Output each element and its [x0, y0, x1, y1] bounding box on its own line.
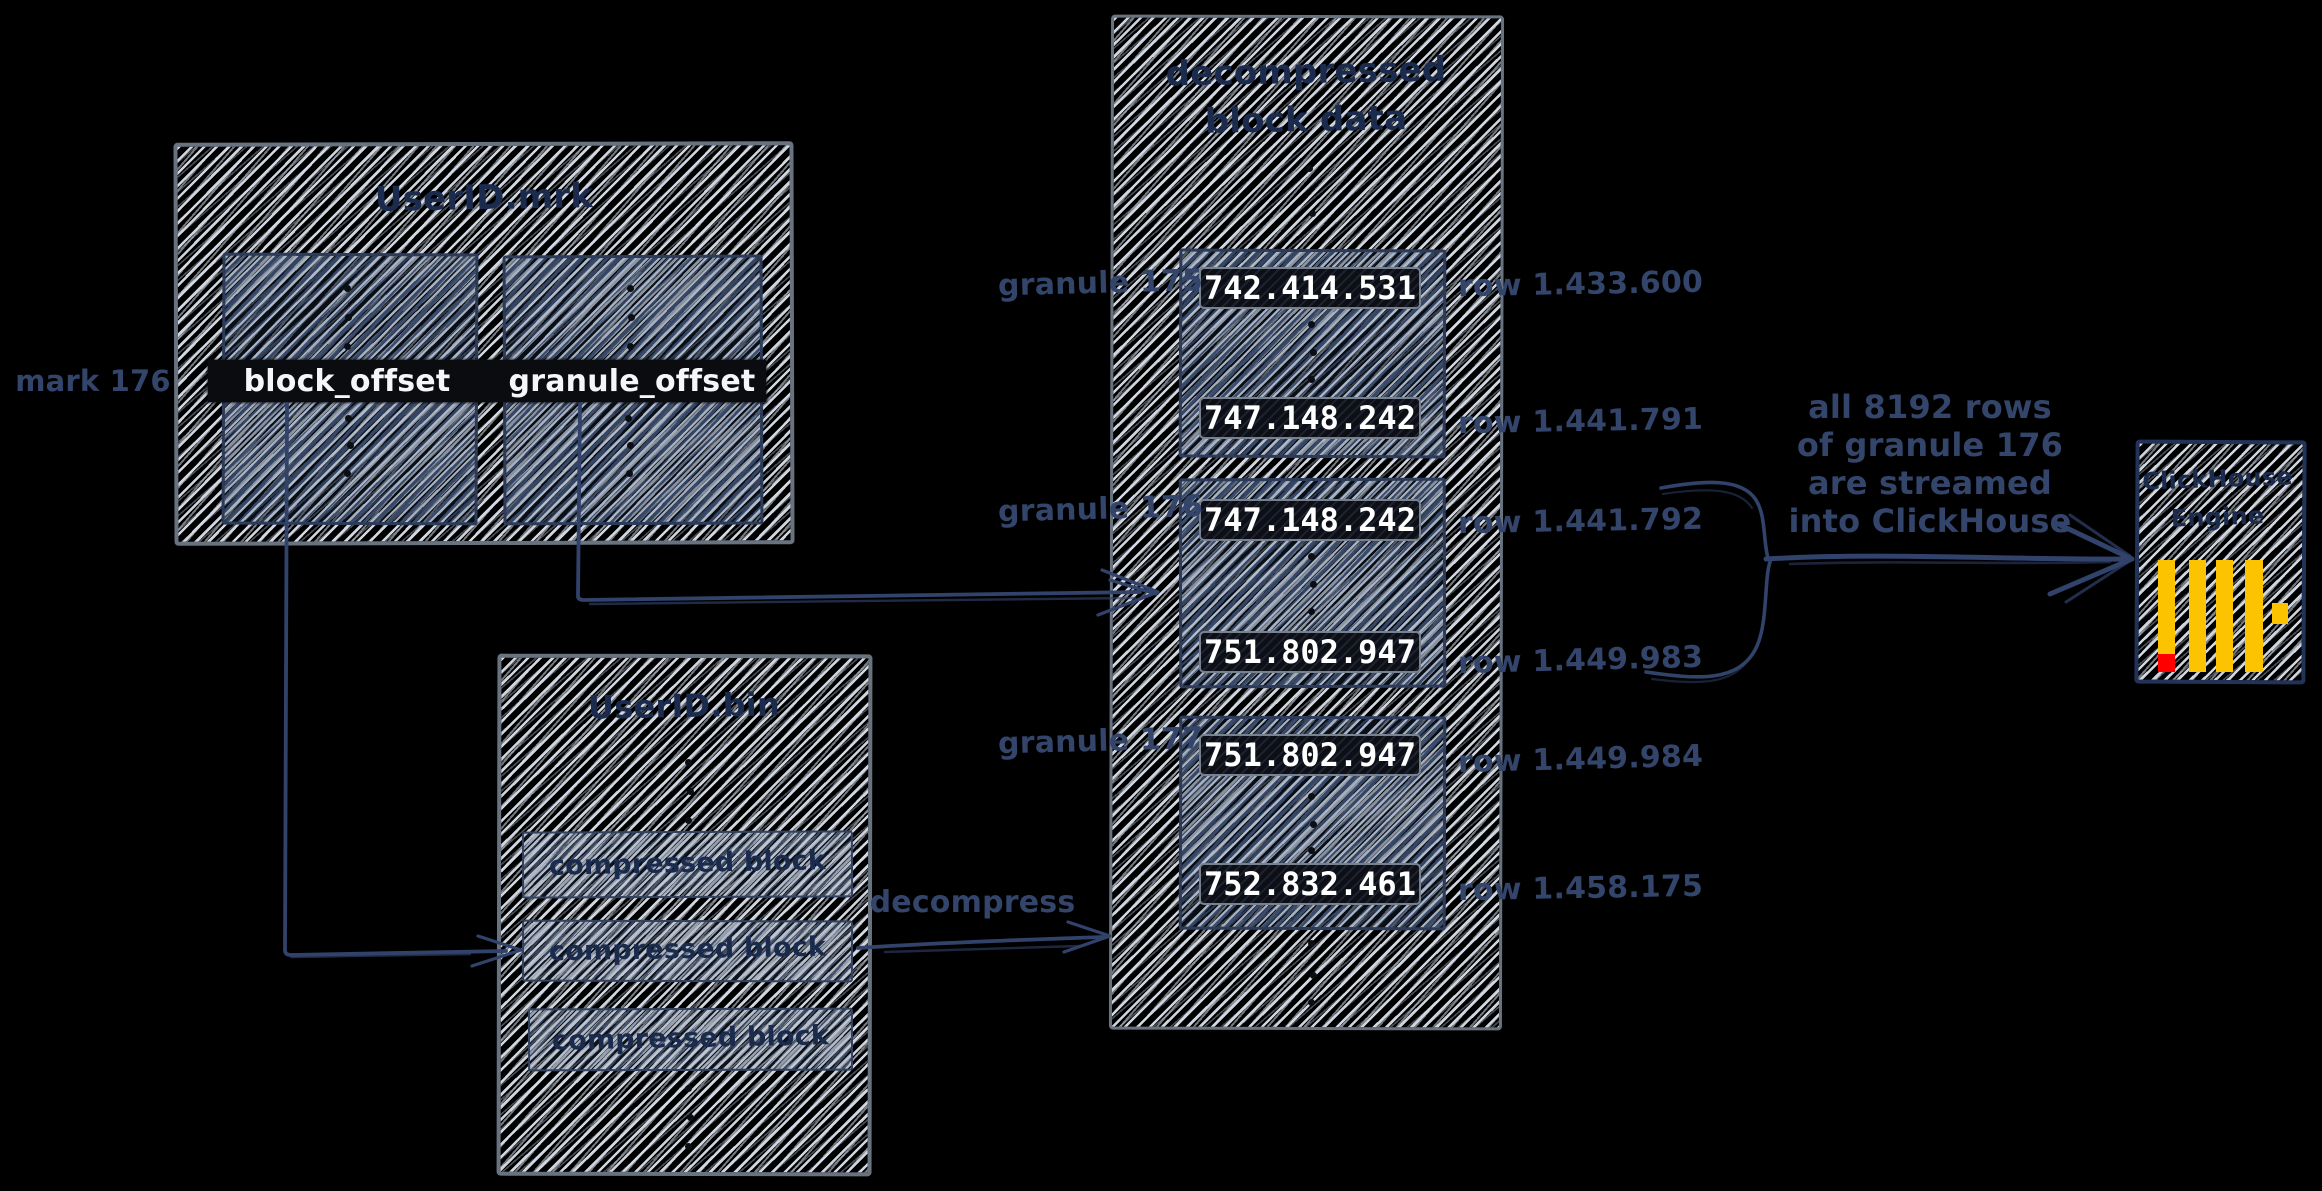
ellipsis-dot [345, 314, 352, 321]
logo-bar-2 [2189, 560, 2206, 672]
ellipsis-dot [685, 1085, 692, 1092]
logo-bar-4 [2245, 560, 2263, 672]
ellipsis-dot [1308, 553, 1315, 560]
ellipsis-dot [628, 314, 635, 321]
ellipsis-dot [1308, 321, 1315, 328]
stream-note-line2: of granule 176 [1796, 426, 2064, 464]
ellipsis-dot [1308, 847, 1315, 854]
stream-note-line3: are streamed [1808, 464, 2052, 502]
ellipsis-dot [347, 442, 354, 449]
ellipsis-dot [687, 788, 694, 795]
ellipsis-dot [685, 817, 692, 824]
stream-note-line1: all 8192 rows [1808, 388, 2052, 426]
block-offset-label: block_offset [243, 363, 451, 399]
logo-bar-1 [2158, 560, 2175, 654]
ellipsis-dot [625, 415, 632, 422]
ellipsis-dot [627, 343, 634, 350]
arrow-decompress [856, 920, 1112, 954]
granule-176-first-value: 747.148.242 [1199, 499, 1421, 541]
stream-note-line4: into ClickHouse [1788, 502, 2072, 540]
ellipsis-dot [1308, 608, 1315, 615]
ellipsis-dot [626, 470, 633, 477]
ellipsis-dot [1310, 581, 1317, 588]
clickhouse-logo [2158, 560, 2290, 672]
ellipsis-dot [1309, 210, 1316, 217]
ellipsis-dot [1310, 821, 1317, 828]
granule-177-first-value: 751.802.947 [1199, 734, 1421, 776]
arrow-stream-to-engine [1763, 513, 2135, 604]
ellipsis-dot [1308, 999, 1315, 1006]
granule-175-first-value: 742.414.531 [1199, 267, 1421, 309]
logo-dot [2272, 603, 2288, 624]
ellipsis-dot [627, 285, 634, 292]
granule-offset-label: granule_offset [508, 363, 756, 399]
arrow-block-offset-to-bin [283, 402, 523, 968]
ellipsis-dot [627, 442, 634, 449]
granule-175-last-value: 747.148.242 [1199, 397, 1421, 439]
ellipsis-dot [344, 343, 351, 350]
ellipsis-dot [344, 285, 351, 292]
ellipsis-dot [344, 470, 351, 477]
brace-granule-176 [1644, 480, 1772, 684]
ellipsis-dot [345, 415, 352, 422]
ellipsis-dot [1310, 972, 1317, 979]
arrow-granule-offset-to-data [576, 402, 1160, 617]
granule-176-last-value: 751.802.947 [1199, 631, 1421, 673]
mark-176-label: mark 176 [15, 364, 171, 398]
ellipsis-dot [685, 759, 692, 766]
granule-177-last-value: 752.832.461 [1199, 863, 1421, 905]
decompress-label: decompress [869, 884, 1076, 920]
ellipsis-dot [685, 1143, 692, 1150]
ellipsis-dot [1308, 940, 1315, 947]
ellipsis-dot [1310, 349, 1317, 356]
ellipsis-dot [1306, 165, 1313, 172]
ellipsis-dot [1308, 793, 1315, 800]
logo-bar-1-red-foot [2158, 654, 2175, 672]
ellipsis-dot [1308, 376, 1315, 383]
mark-row-band [208, 360, 766, 402]
ellipsis-dot [687, 1114, 694, 1121]
logo-bar-3 [2216, 560, 2233, 672]
